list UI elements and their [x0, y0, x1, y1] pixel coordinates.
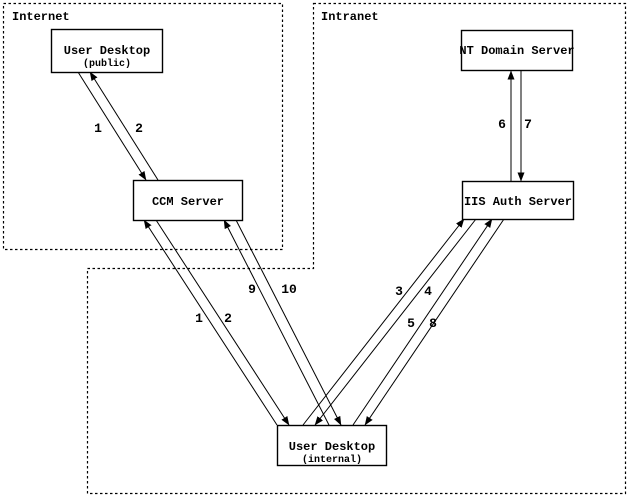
node-ccm-server: CCM Server: [132, 179, 244, 222]
arrow-1-public-desktop-to-ccm: [77, 71, 147, 181]
user-desktop-internal-title: User Desktop: [289, 440, 375, 454]
user-desktop-public-title: User Desktop: [64, 44, 150, 58]
arrow-10-ccm-to-internal-desktop: [235, 219, 342, 426]
nt-domain-server-box: [460, 29, 574, 72]
node-user-desktop-public: User Desktop (public): [50, 28, 164, 74]
flow-label-6: 6: [498, 117, 506, 132]
intranet-zone-label: Intranet: [321, 10, 379, 24]
flow-label-1-public: 1: [94, 121, 102, 136]
user-desktop-public-subtitle: (public): [83, 58, 131, 70]
arrow-4-iis-to-internal-desktop: [314, 218, 477, 426]
flow-label-2-public: 2: [135, 121, 143, 136]
nt-domain-server-title: NT Domain Server: [459, 44, 574, 58]
node-user-desktop-internal: User Desktop (internal): [276, 424, 388, 467]
iis-auth-server-box: [461, 180, 575, 221]
flow-label-2-internal: 2: [224, 311, 232, 326]
arrow-9-internal-desktop-to-ccm: [223, 219, 330, 426]
flow-label-5: 5: [407, 316, 415, 331]
user-desktop-internal-subtitle: (internal): [302, 454, 362, 466]
node-nt-domain-server: NT Domain Server: [459, 29, 575, 72]
arrow-8-iis-to-internal-desktop: [364, 218, 505, 426]
flow-label-9: 9: [248, 282, 256, 297]
flow-label-10: 10: [281, 282, 297, 297]
flow-label-3: 3: [395, 284, 403, 299]
flow-label-8: 8: [429, 316, 437, 331]
node-iis-auth-server: IIS Auth Server: [461, 180, 575, 221]
intranet-zone-border: [86, 2, 627, 495]
iis-auth-server-title: IIS Auth Server: [464, 195, 572, 209]
arrow-5-internal-desktop-to-iis: [352, 218, 493, 426]
ccm-server-box: [132, 179, 244, 222]
user-desktop-internal-box: [276, 424, 388, 467]
arrow-2-ccm-to-internal-desktop: [155, 219, 290, 426]
arrow-1-internal-desktop-to-ccm: [143, 219, 278, 426]
user-desktop-public-box: [50, 28, 164, 74]
flow-label-7: 7: [524, 117, 532, 132]
ccm-server-title: CCM Server: [152, 195, 224, 209]
flow-label-1-internal: 1: [195, 311, 203, 326]
internet-zone-label: Internet: [12, 10, 70, 24]
internet-zone-border: [2, 2, 284, 251]
arrow-2-ccm-to-public-desktop: [89, 71, 159, 181]
flow-label-4: 4: [424, 284, 432, 299]
arrow-3-internal-desktop-to-iis: [302, 218, 465, 426]
